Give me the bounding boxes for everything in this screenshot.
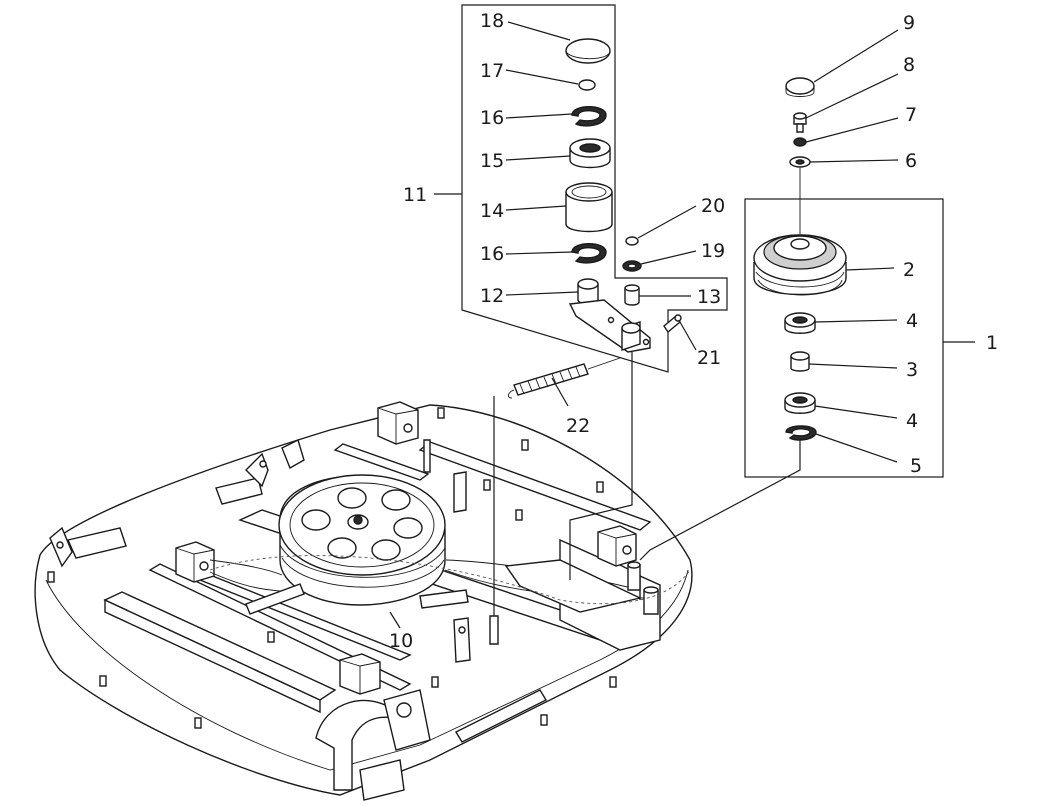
pulley-2 (753, 234, 847, 296)
snap-ring-5 (785, 425, 817, 441)
bearing-4b (784, 392, 816, 414)
mounting-blocks (175, 401, 637, 695)
callout-1: 1 (986, 332, 998, 354)
callout-22: 22 (566, 415, 590, 437)
spring-22 (507, 357, 621, 399)
idler-arm-assembly (434, 4, 728, 373)
ring-17 (578, 79, 596, 91)
sleeve-14 (565, 182, 613, 233)
bearing-15 (569, 138, 611, 169)
callout-2: 2 (903, 259, 915, 281)
callout-8: 8 (903, 54, 915, 76)
deck-brackets (49, 439, 467, 568)
callout-4-bottom: 4 (906, 410, 918, 432)
callout-9: 9 (903, 12, 915, 34)
callout-10: 10 (389, 630, 413, 652)
callout-3: 3 (906, 359, 918, 381)
callout-17: 17 (480, 60, 504, 82)
callout-20: 20 (701, 195, 725, 217)
callout-labels: 1 2 3 4 4 5 6 7 8 9 10 11 12 13 14 15 16… (389, 10, 998, 652)
assembly-lines (493, 352, 801, 616)
bearing-4a (784, 312, 816, 334)
callout-11: 11 (403, 184, 427, 206)
callout-13: 13 (697, 286, 721, 308)
deck-bolts (47, 407, 617, 791)
callout-21: 21 (697, 347, 721, 369)
callout-5: 5 (910, 455, 922, 477)
ring-20 (625, 236, 639, 246)
cap-18 (565, 38, 611, 64)
snap-ring-16a (571, 106, 607, 127)
callout-14: 14 (480, 200, 504, 222)
callout-4-top: 4 (906, 310, 918, 332)
callout-12: 12 (480, 285, 504, 307)
callout-16-bottom: 16 (480, 243, 504, 265)
deck-tube (245, 583, 305, 615)
idler-plate (504, 559, 643, 613)
idler-arm-12 (568, 278, 651, 353)
deck-drive-pulley (278, 474, 446, 606)
mower-deck (34, 401, 693, 801)
assembly-11-frame (461, 4, 728, 373)
callout-18: 18 (480, 10, 504, 32)
leader-lines (389, 21, 899, 629)
callout-19: 19 (701, 240, 725, 262)
cap-9 (785, 77, 815, 97)
snap-ring-16b (571, 243, 607, 264)
callout-16-top: 16 (480, 107, 504, 129)
bolt-8 (793, 112, 807, 133)
lock-washer-7 (793, 137, 807, 147)
bushing-13 (624, 284, 640, 306)
callout-15: 15 (480, 150, 504, 172)
deck-hitch (315, 617, 471, 801)
assembly-1-frame (744, 198, 944, 478)
callout-6: 6 (905, 150, 917, 172)
pulley-assembly (744, 77, 975, 478)
callout-7: 7 (905, 104, 917, 126)
spacer-3 (790, 351, 810, 372)
